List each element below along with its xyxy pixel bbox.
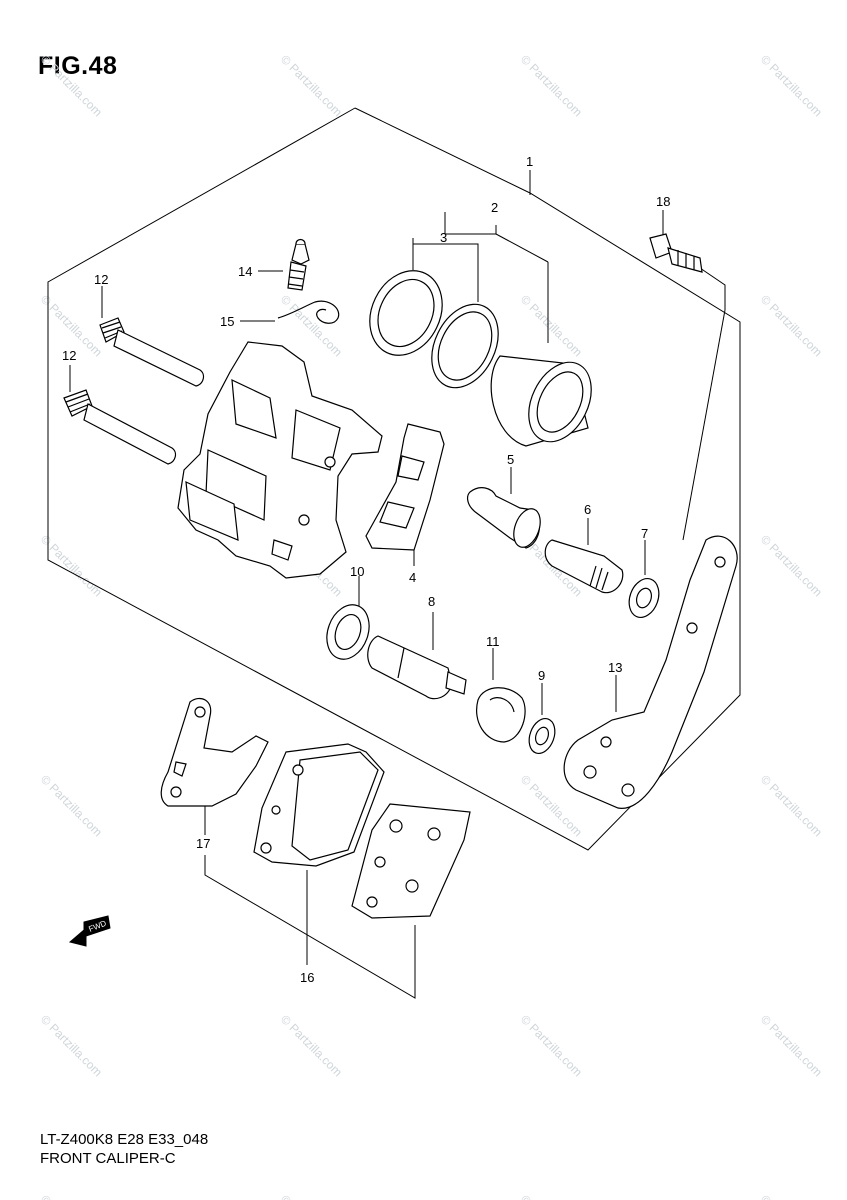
slide-pin-5 bbox=[467, 487, 541, 549]
callout-18: 18 bbox=[656, 194, 670, 209]
caliper-bracket bbox=[563, 535, 738, 809]
callout-1: 1 bbox=[526, 154, 533, 169]
callout-9: 9 bbox=[538, 668, 545, 683]
watermark-text: © Partzilla.com bbox=[758, 1192, 825, 1200]
caliper-bolt-lower bbox=[63, 389, 177, 465]
callout-12-lower: 12 bbox=[62, 348, 76, 363]
watermark-text: © Partzilla.com bbox=[758, 532, 825, 599]
callout-labels: 1 2 3 4 5 6 7 8 9 10 11 12 12 13 14 15 1… bbox=[62, 154, 670, 985]
watermark-text: © Partzilla.com bbox=[518, 1012, 585, 1079]
watermark-text: © Partzilla.com bbox=[278, 1192, 345, 1200]
callout-8: 8 bbox=[428, 594, 435, 609]
washer-9 bbox=[528, 717, 556, 755]
caliper-body bbox=[177, 341, 383, 579]
figure-title: FIG.48 bbox=[38, 52, 118, 80]
pad-spring bbox=[365, 423, 445, 551]
callout-2: 2 bbox=[491, 200, 498, 215]
watermark-text: © Partzilla.com bbox=[38, 1012, 105, 1079]
bracket-bolt-18 bbox=[649, 233, 703, 273]
boot-10 bbox=[326, 604, 370, 660]
leader-lines bbox=[69, 170, 726, 999]
callout-15: 15 bbox=[220, 314, 234, 329]
watermark-text: © Partzilla.com bbox=[758, 772, 825, 839]
callout-10: 10 bbox=[350, 564, 364, 579]
watermark-text: © Partzilla.com bbox=[758, 52, 825, 119]
callout-16: 16 bbox=[300, 970, 314, 985]
piston-seal bbox=[369, 270, 443, 356]
watermark-text: © Partzilla.com bbox=[278, 52, 345, 119]
diagram-caption: FRONT CALIPER-C bbox=[40, 1150, 176, 1167]
callout-12-upper: 12 bbox=[94, 272, 108, 287]
watermark-text: © Partzilla.com bbox=[278, 292, 345, 359]
callout-3: 3 bbox=[440, 230, 447, 245]
watermark-text: © Partzilla.com bbox=[758, 292, 825, 359]
callout-4: 4 bbox=[409, 570, 416, 585]
callout-17: 17 bbox=[196, 836, 210, 851]
dust-seal bbox=[431, 303, 499, 389]
slide-pin-6 bbox=[544, 539, 624, 594]
boot-11 bbox=[476, 687, 526, 743]
brake-pad-16b bbox=[351, 803, 471, 919]
callout-14: 14 bbox=[238, 264, 252, 279]
watermark-text: © Partzilla.com bbox=[38, 772, 105, 839]
brake-pad-16 bbox=[253, 743, 385, 867]
caliper-bolt-upper bbox=[99, 317, 205, 387]
diagram-footer: LT-Z400K8 E28 E33_048 FRONT CALIPER-C bbox=[40, 1130, 208, 1168]
callout-6: 6 bbox=[584, 502, 591, 517]
model-code: LT-Z400K8 E28 E33_048 bbox=[40, 1131, 209, 1148]
watermark-text: © Partzilla.com bbox=[758, 1012, 825, 1079]
watermark-text: © Partzilla.com bbox=[38, 52, 105, 119]
bleeder-cap bbox=[277, 300, 340, 324]
assembly-outline bbox=[47, 107, 741, 851]
callout-5: 5 bbox=[507, 452, 514, 467]
washer-7 bbox=[628, 578, 660, 618]
callout-7: 7 bbox=[641, 526, 648, 541]
fwd-arrow-icon: FWD bbox=[68, 915, 111, 947]
watermark-text: © Partzilla.com bbox=[518, 292, 585, 359]
bleeder-valve bbox=[287, 238, 310, 291]
callout-13: 13 bbox=[608, 660, 622, 675]
pad-shim-17 bbox=[160, 697, 269, 807]
watermark-text: © Partzilla.com bbox=[518, 52, 585, 119]
caliper-piston bbox=[490, 355, 592, 447]
watermark-text: © Partzilla.com bbox=[38, 1192, 105, 1200]
slide-pin-8 bbox=[367, 635, 467, 700]
watermark-text: © Partzilla.com bbox=[518, 1192, 585, 1200]
watermark-text: © Partzilla.com bbox=[278, 1012, 345, 1079]
callout-11: 11 bbox=[486, 634, 500, 649]
